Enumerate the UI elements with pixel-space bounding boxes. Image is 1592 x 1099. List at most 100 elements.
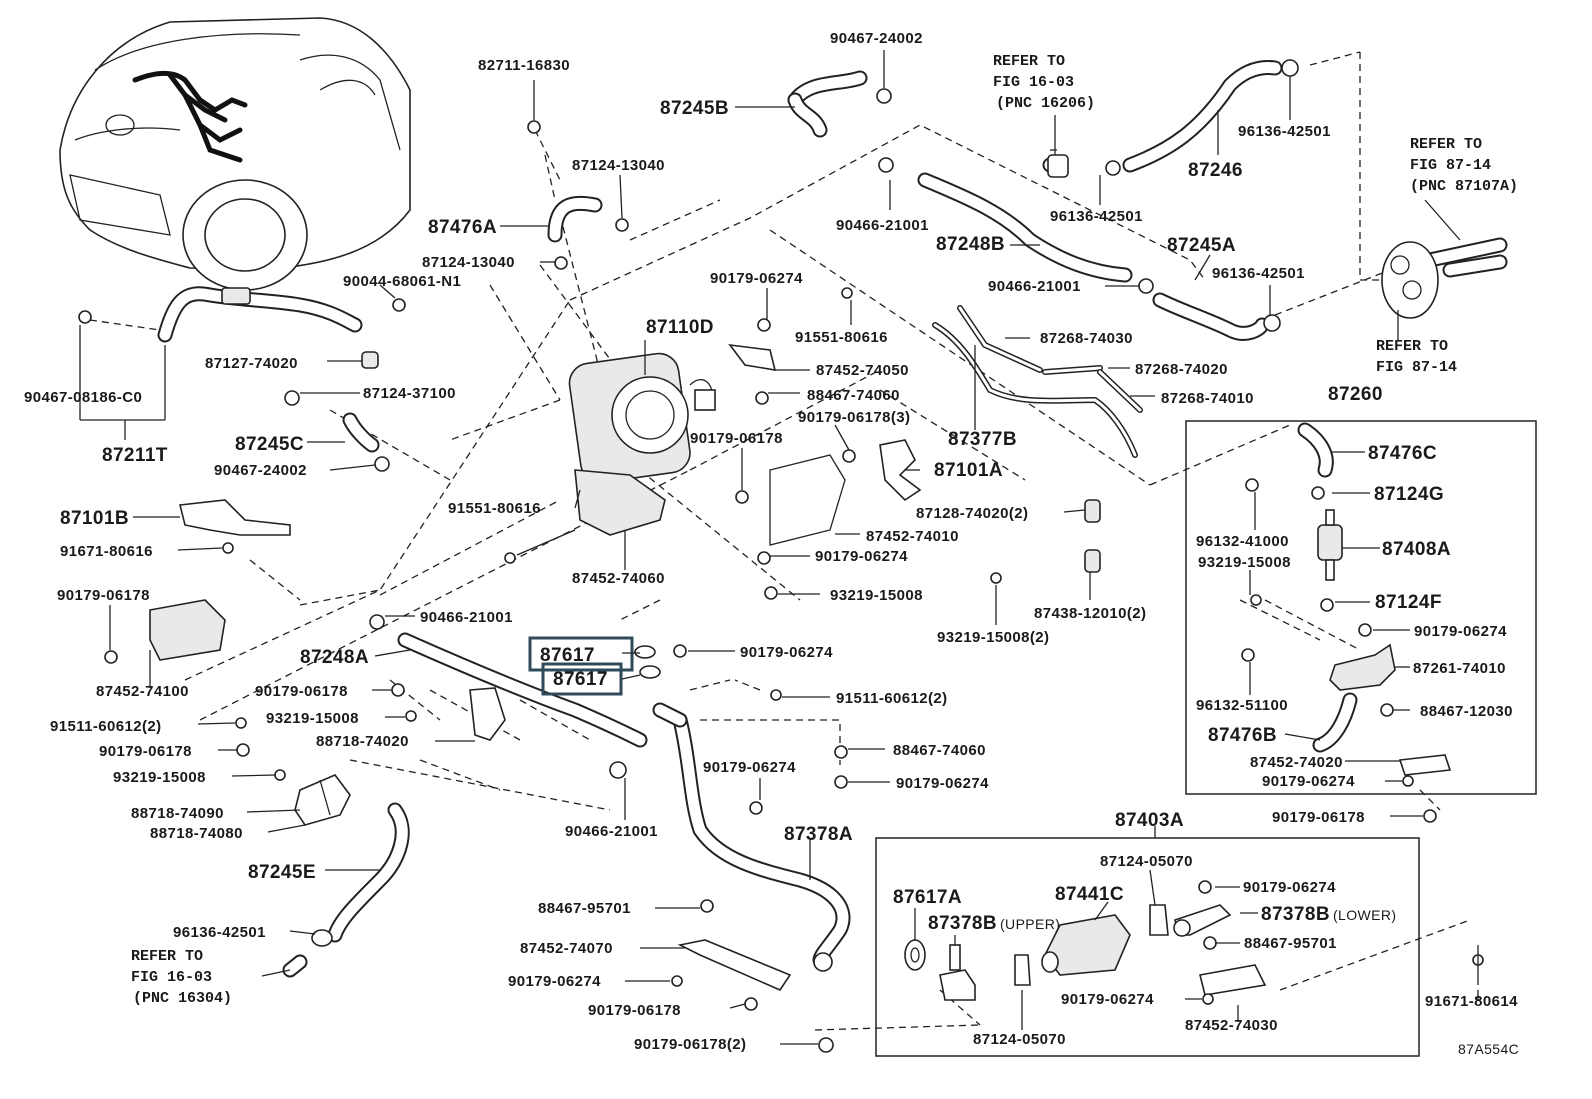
label-87441C: 87441C (1055, 884, 1124, 905)
label-90044-68061: 90044-68061-N1 (343, 273, 461, 290)
label-90179-06178-d: 90179-06178 (690, 430, 783, 447)
label-87377B: 87377B (948, 429, 1017, 450)
label-90179-06178-a: 90179-06178 (57, 587, 150, 604)
label-87268-74030: 87268-74030 (1040, 330, 1133, 347)
label-87248A: 87248A (300, 647, 369, 668)
label-90179-06178-c: 90179-06178 (255, 683, 348, 700)
label-90179-06178-f: 90179-06178 (1272, 809, 1365, 826)
ref-8714-line2: FIG 87-14 (1376, 359, 1457, 376)
label-87124-05070-b: 87124-05070 (973, 1031, 1066, 1048)
label-87476B: 87476B (1208, 725, 1277, 746)
ref-87107A-line1: REFER TO (1410, 136, 1482, 153)
ref-16206-line3: (PNC 16206) (996, 95, 1095, 112)
label-90179-06178-3: 90179-06178(3) (798, 409, 910, 426)
group-87260-frame (1185, 420, 1537, 795)
part-labels: 82711-16830 90467-24002 87245B 87124-130… (24, 30, 1519, 1057)
highlight-87617-upper (528, 636, 634, 672)
label-93219-15008-c: 93219-15008 (830, 587, 923, 604)
label-87438-12010: 87438-12010(2) (1034, 605, 1146, 622)
label-87124-37100: 87124-37100 (363, 385, 456, 402)
leader-lines (79, 50, 1479, 1045)
label-87378B-lower: 87378B (1261, 904, 1330, 925)
label-96132-51100: 96132-51100 (1196, 697, 1288, 714)
label-96132-41000: 96132-41000 (1196, 533, 1289, 550)
label-87110D: 87110D (646, 317, 714, 338)
highlight-87617-lower (541, 662, 623, 696)
label-90179-06274-c: 90179-06274 (740, 644, 833, 661)
label-90466-21001-b: 90466-21001 (565, 823, 658, 840)
label-90179-06178-b: 90179-06178 (99, 743, 192, 760)
label-88467-12030: 88467-12030 (1420, 703, 1513, 720)
label-91511-60612-b: 91511-60612(2) (836, 690, 948, 707)
label-87124G: 87124G (1374, 484, 1444, 505)
label-90179-06274-b: 90179-06274 (815, 548, 908, 565)
label-upper: (UPPER) (1000, 916, 1060, 932)
label-87452-74010: 87452-74010 (866, 528, 959, 545)
vehicle-illustration (59, 17, 411, 291)
label-87101A: 87101A (934, 460, 1003, 481)
label-90179-06274-i: 90179-06274 (1243, 879, 1336, 896)
reference-notes: REFER TO FIG 16-03 (PNC 16206) REFER TO … (131, 53, 1518, 1007)
label-91551-80616-b: 91551-80616 (795, 329, 888, 346)
label-90179-06274-g: 90179-06274 (1414, 623, 1507, 640)
label-93219-15008-e: 93219-15008 (1198, 554, 1291, 571)
label-91671-80616: 91671-80616 (60, 543, 153, 560)
label-87268-74020: 87268-74020 (1135, 361, 1228, 378)
label-91511-60612-a: 91511-60612(2) (50, 718, 162, 735)
label-90467-24002-top: 90467-24002 (830, 30, 923, 47)
label-90179-06274-e: 90179-06274 (896, 775, 989, 792)
label-87452-74030: 87452-74030 (1185, 1017, 1278, 1034)
label-87260: 87260 (1328, 384, 1383, 405)
label-88718-74080: 88718-74080 (150, 825, 243, 842)
fasteners (78, 59, 1484, 1053)
label-90179-06274-h: 90179-06274 (1262, 773, 1355, 790)
ref-16304-line2: FIG 16-03 (131, 969, 212, 986)
ref-8714-line1: REFER TO (1376, 338, 1448, 355)
label-87127-74020: 87127-74020 (205, 355, 298, 372)
label-93219-15008-b: 93219-15008 (266, 710, 359, 727)
label-90467-08186: 90467-08186-C0 (24, 389, 142, 406)
label-88718-74020: 88718-74020 (316, 733, 409, 750)
label-90179-06274-f: 90179-06274 (508, 973, 601, 990)
label-90467-24002-mid: 90467-24002 (214, 462, 307, 479)
ref-87107A-line2: FIG 87-14 (1410, 157, 1491, 174)
label-96136-42501-a: 96136-42501 (1238, 123, 1331, 140)
label-87268-74010: 87268-74010 (1161, 390, 1254, 407)
components (149, 154, 1452, 1001)
label-90466-21001-c: 90466-21001 (836, 217, 929, 234)
label-88467-74060-b: 88467-74060 (893, 742, 986, 759)
label-88467-95701-a: 88467-95701 (538, 900, 631, 917)
label-90179-06274-d: 90179-06274 (703, 759, 796, 776)
label-88718-74090: 88718-74090 (131, 805, 224, 822)
label-91551-80616-a: 91551-80616 (448, 500, 541, 517)
label-96136-42501-c: 96136-42501 (1212, 265, 1305, 282)
label-93219-15008-a: 93219-15008 (113, 769, 206, 786)
label-87452-74070: 87452-74070 (520, 940, 613, 957)
label-88467-74060-a: 88467-74060 (807, 387, 900, 404)
label-90179-06178-e: 90179-06178 (588, 1002, 681, 1019)
label-87101B: 87101B (60, 508, 129, 529)
label-lower: (LOWER) (1333, 907, 1396, 923)
label-87124-13040-b: 87124-13040 (422, 254, 515, 271)
label-87617-lower: 87617 (553, 669, 608, 690)
label-87408A: 87408A (1382, 539, 1451, 560)
label-87246: 87246 (1188, 160, 1243, 181)
label-87245E: 87245E (248, 862, 316, 883)
ref-87107A-line3: (PNC 87107A) (1410, 178, 1518, 195)
label-87248B: 87248B (936, 234, 1005, 255)
group-87403A-frame (875, 837, 1420, 1057)
ref-16304-line3: (PNC 16304) (133, 990, 232, 1007)
label-82711-16830: 82711-16830 (478, 57, 570, 74)
ref-16206-line1: REFER TO (993, 53, 1065, 70)
label-87452-74060: 87452-74060 (572, 570, 665, 587)
label-96136-42501-d: 96136-42501 (173, 924, 266, 941)
label-90466-21001-d: 90466-21001 (988, 278, 1081, 295)
label-87617-upper: 87617 (540, 645, 595, 666)
label-87128-74020: 87128-74020(2) (916, 505, 1028, 522)
ref-16304-line1: REFER TO (131, 948, 203, 965)
label-96136-42501-b: 96136-42501 (1050, 208, 1143, 225)
label-87124-05070-a: 87124-05070 (1100, 853, 1193, 870)
ref-16206-line2: FIG 16-03 (993, 74, 1074, 91)
label-87378B-upper: 87378B (928, 913, 997, 934)
